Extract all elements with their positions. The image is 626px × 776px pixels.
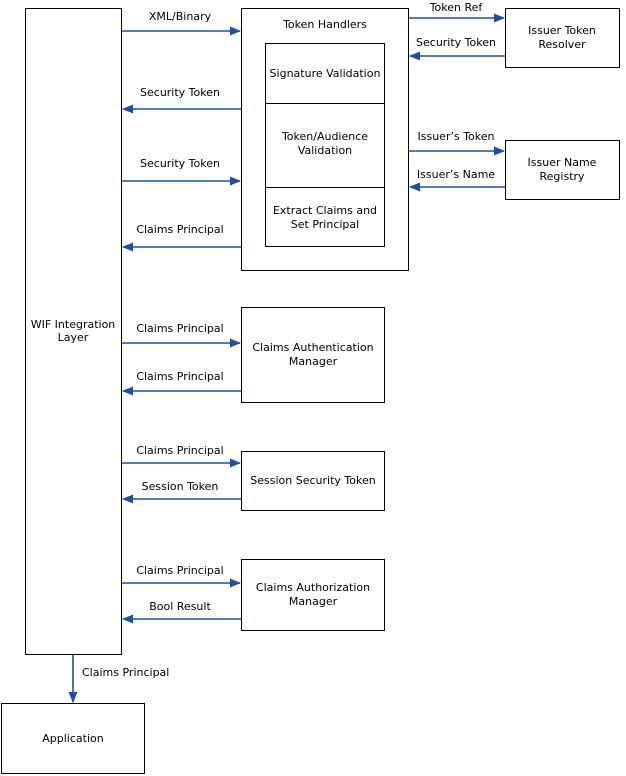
bool-result-label: Bool Result <box>149 600 211 613</box>
token-audience-validation-box: Token/Audience Validation <box>265 103 385 188</box>
token-audience-label-line1: Token/Audience <box>281 130 368 143</box>
application-box: Application <box>1 703 145 774</box>
arrow-security-token-from-resolver: Security Token <box>408 36 505 61</box>
security-token-forward-label: Security Token <box>140 157 220 170</box>
issuer-name-registry-line2: Registry <box>539 170 585 183</box>
claims-principal-to-authn-label: Claims Principal <box>136 322 223 335</box>
wif-label-line1: WIF Integration <box>31 318 116 331</box>
arrow-claims-principal-from-authn: Claims Principal <box>121 370 241 396</box>
arrow-security-token-forward: Security Token <box>122 157 242 186</box>
issuer-token-resolver-line2: Resolver <box>538 38 586 51</box>
claims-principal-from-handlers-label: Claims Principal <box>136 223 223 236</box>
signature-validation-label: Signature Validation <box>270 67 381 80</box>
session-security-token-box: Session Security Token <box>241 451 385 511</box>
arrow-token-ref: Token Ref <box>409 1 506 23</box>
wif-integration-layer-box: WIF Integration Layer <box>25 8 122 655</box>
arrow-claims-principal-to-session: Claims Principal <box>122 444 242 468</box>
arrow-session-token: Session Token <box>121 480 241 504</box>
arrow-claims-principal-to-authn: Claims Principal <box>122 322 242 348</box>
token-handlers-label: Token Handlers <box>282 18 367 31</box>
arrow-issuers-name: Issuer’s Name <box>408 168 505 192</box>
claims-authn-label-line1: Claims Authentication <box>252 341 373 354</box>
security-token-from-resolver-label: Security Token <box>416 36 496 49</box>
session-token-label: Session Token <box>142 480 219 493</box>
arrow-security-token-back: Security Token <box>121 86 241 114</box>
claims-authentication-manager-box: Claims Authentication Manager <box>241 307 385 403</box>
extract-claims-box: Extract Claims and Set Principal <box>265 187 385 247</box>
claims-authz-label-line2: Manager <box>289 595 338 608</box>
issuers-token-label: Issuer’s Token <box>418 130 495 143</box>
wif-label-line2: Layer <box>58 331 89 344</box>
issuer-token-resolver-line1: Issuer Token <box>528 24 596 37</box>
extract-claims-label-line2: Set Principal <box>291 218 359 231</box>
claims-authz-label-line1: Claims Authorization <box>256 581 370 594</box>
issuer-name-registry-box: Issuer Name Registry <box>505 140 620 200</box>
xml-binary-label: XML/Binary <box>149 10 212 23</box>
token-ref-label: Token Ref <box>429 1 484 14</box>
issuers-name-label: Issuer’s Name <box>417 168 495 181</box>
issuer-name-registry-line1: Issuer Name <box>528 156 597 169</box>
arrow-claims-principal-from-handlers: Claims Principal <box>121 223 241 252</box>
arrow-claims-principal-to-app: Claims Principal <box>68 655 169 704</box>
claims-principal-from-authn-label: Claims Principal <box>136 370 223 383</box>
application-label: Application <box>42 732 103 745</box>
arrow-issuers-token: Issuer’s Token <box>409 130 506 156</box>
session-security-token-label: Session Security Token <box>250 474 375 487</box>
signature-validation-box: Signature Validation <box>265 43 385 104</box>
claims-principal-to-session-label: Claims Principal <box>136 444 223 457</box>
issuer-token-resolver-box: Issuer Token Resolver <box>505 8 620 68</box>
claims-principal-to-app-label: Claims Principal <box>82 666 169 679</box>
claims-authn-label-line2: Manager <box>289 355 338 368</box>
arrow-bool-result: Bool Result <box>121 600 241 624</box>
claims-principal-to-authz-label: Claims Principal <box>136 564 223 577</box>
security-token-back-label: Security Token <box>140 86 220 99</box>
arrow-claims-principal-to-authz: Claims Principal <box>122 564 242 588</box>
claims-authorization-manager-box: Claims Authorization Manager <box>241 559 385 631</box>
arrow-xml-binary: XML/Binary <box>122 10 242 36</box>
extract-claims-label-line1: Extract Claims and <box>273 204 377 217</box>
token-audience-label-line2: Validation <box>298 144 352 157</box>
